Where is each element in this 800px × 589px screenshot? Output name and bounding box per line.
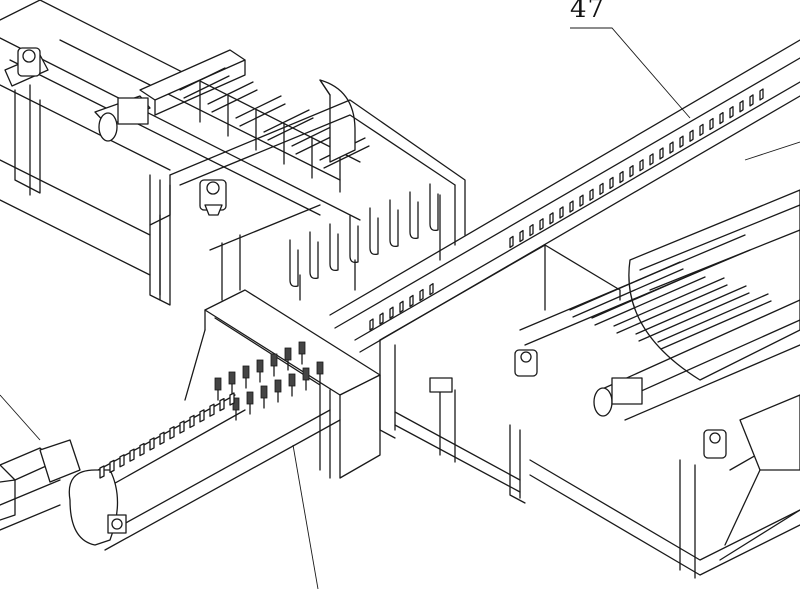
- main-conveyor-chain: [369, 88, 764, 331]
- clamp-array: [214, 341, 324, 421]
- callout-label-47: 47: [570, 0, 606, 24]
- right-rollers: [569, 261, 772, 350]
- lower-conveyor-chain: [99, 392, 235, 479]
- leader-line-left: [0, 394, 41, 441]
- front-box-module: [184, 289, 381, 479]
- leader-line-right-upper: [744, 141, 800, 161]
- leader-line-47: [570, 27, 691, 119]
- feeder-rollers: [179, 67, 370, 193]
- lower-left-chain-conveyor: [0, 392, 341, 551]
- hanging-hooks: [289, 183, 439, 288]
- center-frame: [149, 99, 466, 301]
- leader-line-bottom: [292, 444, 319, 589]
- right-module: [379, 189, 800, 579]
- upper-left-feeder: [0, 0, 370, 306]
